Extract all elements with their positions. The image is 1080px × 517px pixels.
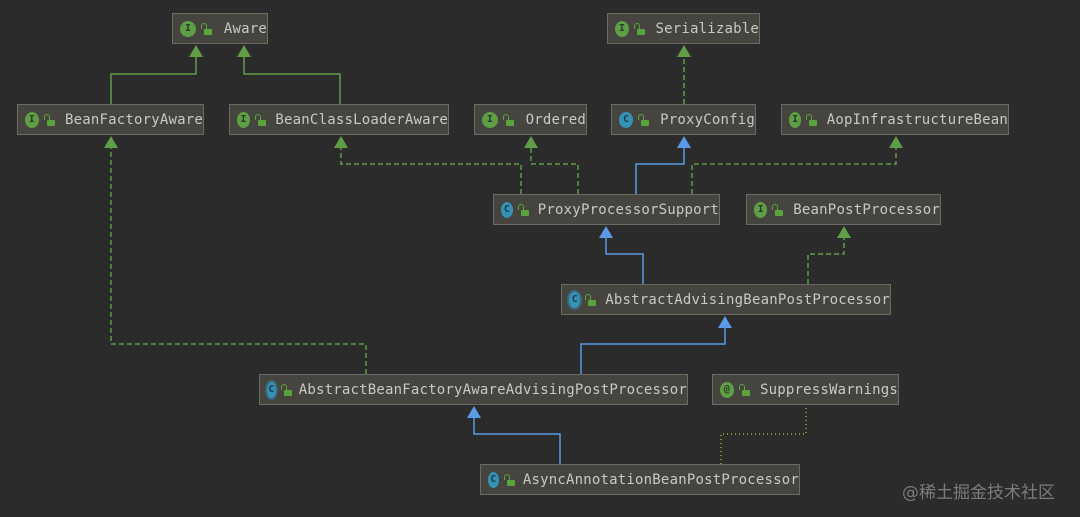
arrowhead-icon [837, 226, 851, 238]
node-label: Ordered [525, 111, 586, 128]
arrowhead-icon [677, 45, 691, 57]
interface-icon: I [25, 111, 39, 128]
edge-implements [110, 147, 367, 374]
node-proxyconfig[interactable]: C ProxyConfig [611, 104, 756, 135]
interface-icon: I [754, 201, 768, 218]
arrowhead-icon [104, 136, 118, 148]
node-label: AbstractAdvisingBeanPostProcessor [605, 291, 890, 308]
public-visibility-icon [806, 113, 818, 126]
interface-icon: I [482, 111, 498, 128]
edge-extends [473, 417, 561, 464]
public-visibility-icon [633, 22, 645, 35]
abstract-class-icon: C [267, 381, 276, 398]
node-beanpostprocessor[interactable]: I BeanPostProcessor [746, 194, 941, 225]
node-label: BeanClassLoaderAware [275, 111, 448, 128]
annotation-icon: @ [720, 381, 734, 398]
node-label: SuppressWarnings [759, 381, 898, 398]
public-visibility-icon [585, 293, 597, 306]
interface-icon: I [615, 20, 629, 37]
arrowhead-icon [677, 136, 691, 148]
public-visibility-icon [772, 203, 784, 216]
node-proxyprocessorsupport[interactable]: C ProxyProcessorSupport [493, 194, 720, 225]
arrowhead-icon [599, 226, 613, 238]
node-asyncannotationbeanpostprocessor[interactable]: C AsyncAnnotationBeanPostProcessor [480, 464, 800, 495]
node-beanfactoryaware[interactable]: I BeanFactoryAware [17, 104, 204, 135]
interface-icon: I [237, 111, 250, 128]
public-visibility-icon [503, 473, 516, 486]
node-label: AsyncAnnotationBeanPostProcessor [522, 471, 799, 488]
edge-implements [807, 237, 845, 284]
public-visibility-icon [502, 113, 514, 126]
abstract-class-icon: C [569, 291, 581, 308]
edge-extends [580, 327, 726, 374]
public-visibility-icon [517, 203, 529, 216]
edge-extends [605, 237, 644, 284]
edge-extends-interface [110, 56, 197, 104]
public-visibility-icon [43, 113, 56, 126]
node-ordered[interactable]: I Ordered [474, 104, 587, 135]
arrowhead-icon [334, 136, 348, 148]
node-label: BeanFactoryAware [64, 111, 203, 128]
watermark: @稀土掘金技术社区 [902, 483, 1055, 503]
node-abstractbeanfactoryawareadvisingpostprocessor[interactable]: C AbstractBeanFactoryAwareAdvisingPostPro… [259, 374, 688, 405]
node-aware[interactable]: I Aware [172, 13, 268, 44]
node-label: ProxyProcessorSupport [537, 201, 719, 218]
arrowhead-icon [467, 406, 481, 418]
arrowhead-icon [524, 136, 538, 148]
public-visibility-icon [254, 113, 266, 126]
node-label: BeanPostProcessor [793, 201, 940, 218]
edge-implements [340, 147, 522, 194]
public-visibility-icon [200, 22, 212, 35]
node-aopinfrastructurebean[interactable]: I AopInfrastructureBean [781, 104, 1009, 135]
arrowhead-icon [718, 316, 732, 328]
edge-extends [635, 147, 685, 194]
edge-implements [530, 147, 579, 194]
node-label: Aware [223, 20, 267, 37]
node-label: Serializable [655, 20, 759, 37]
node-label: AopInfrastructureBean [826, 111, 1008, 128]
node-beanclassloaderaware[interactable]: I BeanClassLoaderAware [229, 104, 449, 135]
interface-icon: I [789, 111, 802, 128]
public-visibility-icon [738, 383, 751, 396]
edge-annotated-with [720, 405, 807, 464]
arrowhead-icon [237, 45, 251, 57]
node-suppresswarnings[interactable]: @ SuppressWarnings [712, 374, 899, 405]
arrowhead-icon [889, 136, 903, 148]
node-label: ProxyConfig [660, 111, 755, 128]
node-label: AbstractBeanFactoryAwareAdvisingPostProc… [298, 381, 687, 398]
node-serializable[interactable]: I Serializable [607, 13, 760, 44]
node-abstractadvisingbeanpostprocessor[interactable]: C AbstractAdvisingBeanPostProcessor [561, 284, 891, 315]
class-icon: C [488, 471, 499, 488]
class-icon: C [619, 111, 634, 128]
class-icon: C [501, 201, 513, 218]
interface-icon: I [180, 20, 196, 37]
arrowhead-icon [189, 45, 203, 57]
public-visibility-icon [638, 113, 650, 126]
edge-extends-interface [243, 56, 341, 104]
edge-implements [691, 147, 897, 194]
public-visibility-icon [280, 383, 292, 396]
